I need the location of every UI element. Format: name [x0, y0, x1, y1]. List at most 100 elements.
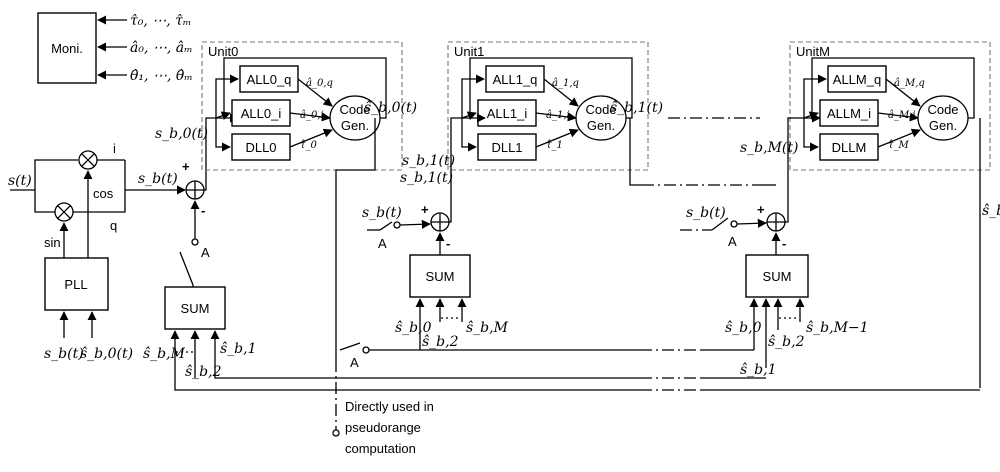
unit2-all-i-label: ALLM_i	[827, 106, 871, 121]
switch0-label: A	[201, 245, 210, 260]
unit0-feedback	[223, 57, 387, 119]
mixer-i-label: i	[113, 141, 116, 156]
unit0-code-gen-line2: Gen.	[341, 118, 369, 133]
unit1-wire-tau	[535, 128, 579, 148]
unit1-dll-box	[477, 133, 537, 161]
sum1-input-2: ŝ_b,2	[422, 334, 459, 350]
unit1-all-q-label: ALL1_q	[493, 72, 538, 87]
unit0-all-i-label: ALL0_i	[241, 106, 282, 121]
switch1-label: A	[378, 236, 387, 251]
unit0-all-i-box	[231, 99, 291, 127]
unit2-a-i: â_M,i	[888, 110, 916, 121]
unit0-to-unit1-label: s_b,1(t)	[400, 170, 453, 186]
unit2-tau: τ̂_M	[888, 140, 910, 151]
unit1-frame	[447, 41, 649, 171]
monitor-box	[37, 12, 97, 84]
switch0	[179, 251, 194, 286]
unit1-dll-label: DLL1	[491, 140, 522, 155]
pll-label: PLL	[64, 277, 87, 292]
monitor-block: Moni. τ̂₀, ⋯, τ̂ₘ â₀, ⋯, âₘ θ̂₁, ⋯, θ̂ₘ	[37, 12, 193, 84]
pll-input-sb0: ŝ_b,0(t)	[80, 346, 133, 362]
unit2-wire-d	[803, 118, 819, 152]
sum1-label: SUM	[426, 269, 455, 284]
unit2-output-label: ŝ_b,M(t)	[982, 203, 1000, 219]
note-line-1: Directly used in	[345, 399, 434, 414]
switchM-label: A	[728, 234, 737, 249]
stageM-subtractor: + - s_b(t) A s_b,M(t) SUM ŝ_b,0 ŝ_b,2 ŝ_…	[680, 113, 869, 368]
unit0-a-q: â_0,q	[306, 78, 333, 89]
unit0-wire-ai	[289, 112, 331, 122]
input-signal-label: s(t)	[8, 173, 32, 189]
switchA-out-terminal	[362, 346, 370, 354]
sumM-input-0: ŝ_b,0	[725, 320, 762, 336]
switch1-terminal	[393, 221, 401, 229]
sin-label: sin	[44, 235, 61, 250]
switch0-terminal	[191, 238, 199, 246]
unit1-a-i: â_1,i	[546, 110, 570, 121]
pll-box	[44, 257, 109, 311]
unit2-all-q-label: ALLM_q	[833, 72, 881, 87]
unit1-wire-i	[461, 111, 477, 121]
output-terminal	[332, 429, 340, 437]
monitor-label: Moni.	[51, 41, 83, 56]
stage0-subtractor: + - s_b,0(t) A SUM ŝ_b,M ŝ_b,2 ŝ_b,1	[143, 113, 257, 388]
sumM-label: SUM	[763, 269, 792, 284]
sumM-input-2: ŝ_b,2	[768, 334, 805, 350]
unit0-title: Unit0	[208, 44, 238, 59]
unit1-tau: τ̂_1	[546, 140, 563, 151]
unit1-all-i-label: ALL1_i	[487, 106, 528, 121]
unit0-all-q-label: ALL0_q	[247, 72, 292, 87]
note-line-3: computation	[345, 441, 416, 456]
unit1-wire-ai	[535, 112, 577, 122]
tracking-units: Unit0ALL0_qALL0_iDLL0CodeGen.â_0,qâ_0,iτ…	[201, 41, 1000, 219]
mixer-q-label: q	[110, 218, 117, 233]
interconnect-wiring: s_b,1(t) A ŝ_b,1	[174, 117, 981, 437]
unit2-code-gen-line2: Gen.	[929, 118, 957, 133]
unit0-wire-i	[215, 111, 231, 121]
sum0-input-1: ŝ_b,1	[220, 341, 257, 357]
unit2-feedback	[811, 57, 975, 119]
output-note: Directly used in pseudorange computation	[345, 399, 434, 456]
unit1-a-q: â_1,q	[552, 78, 579, 89]
unit2-wire-q	[803, 74, 827, 118]
unit1-all-q-box	[485, 65, 545, 93]
sum0-input-2: ŝ_b,2	[185, 364, 222, 380]
unit1-wire-q	[461, 74, 485, 118]
monitor-output-theta: θ̂₁, ⋯, θ̂ₘ	[130, 68, 193, 84]
unit2-dll-box	[819, 133, 879, 161]
sum1-input-M: ŝ_b,M	[466, 320, 509, 336]
unitM-input-label: s_b,M(t)	[740, 140, 798, 156]
unit2-wire-i	[803, 111, 819, 121]
unit0-wire-tau	[289, 128, 333, 148]
sum0-box	[164, 286, 226, 330]
unit2-frame	[789, 41, 991, 171]
pll-input-sb: s_b(t)	[44, 346, 84, 362]
unit1-all-i-box	[477, 99, 537, 127]
unit0-wire-aq	[297, 78, 333, 107]
unit0-frame	[201, 41, 403, 171]
bus-label: ŝ_b,1	[740, 362, 777, 378]
sum0-input-M: ŝ_b,M	[143, 346, 186, 362]
unit0-tau: τ̂_0	[300, 140, 318, 151]
unit2-wire-tau	[877, 128, 921, 148]
unit1-input-label: s_b,1(t)	[402, 153, 455, 169]
unit2-wire-ai	[877, 112, 919, 122]
unit0-all-q-box	[239, 65, 299, 93]
stage1-subtractor: + - s_b(t) A s_b,1(t) SUM ŝ_b,0 ŝ_b,2 ŝ_…	[362, 113, 509, 350]
adder1-plus: +	[421, 202, 429, 217]
baseband-label: s_b(t)	[138, 171, 178, 187]
unit1-wire-d	[461, 118, 477, 152]
unit0-output-label: ŝ_b,0(t)	[364, 100, 417, 116]
unit1-code-gen-line2: Gen.	[587, 118, 615, 133]
unit2-wire-aq	[885, 78, 921, 107]
unit1-output-label: ŝ_b,1(t)	[610, 100, 663, 116]
stageM-sb-label: s_b(t)	[686, 205, 726, 221]
unit0-input-label: s_b,0(t)	[155, 126, 208, 142]
unit0-code-gen-line1: Code	[339, 102, 370, 117]
unit1-wire-aq	[543, 78, 579, 107]
stage1-sb-label: s_b(t)	[362, 205, 402, 221]
sum0-label: SUM	[181, 301, 210, 316]
unit0-dll-box	[231, 133, 291, 161]
unit2-a-q: â_M,q	[894, 78, 925, 89]
